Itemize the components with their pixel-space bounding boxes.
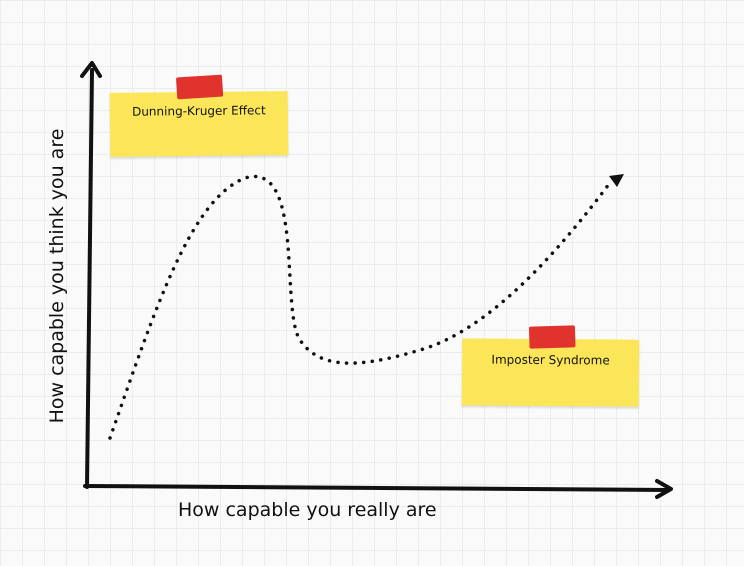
y-axis-label: How capable you think you are	[46, 128, 68, 424]
x-axis-arrowhead	[655, 479, 673, 499]
x-axis-label: How capable you really are	[178, 499, 437, 521]
y-axis-line	[85, 68, 94, 489]
y-axis-arrowhead	[80, 61, 102, 78]
imposter-syndrome-note: Imposter Syndrome	[461, 325, 640, 407]
confidence-curve	[108, 174, 614, 440]
curve-arrowhead	[609, 174, 624, 187]
imposter-syndrome-label: Imposter Syndrome	[491, 352, 610, 368]
dunning-kruger-label: Dunning-Kruger Effect	[131, 103, 266, 119]
tape-strip	[175, 74, 224, 100]
tape-strip	[528, 325, 576, 349]
dunning-kruger-note: Dunning-Kruger Effect	[109, 74, 289, 157]
x-axis-line	[83, 484, 669, 492]
